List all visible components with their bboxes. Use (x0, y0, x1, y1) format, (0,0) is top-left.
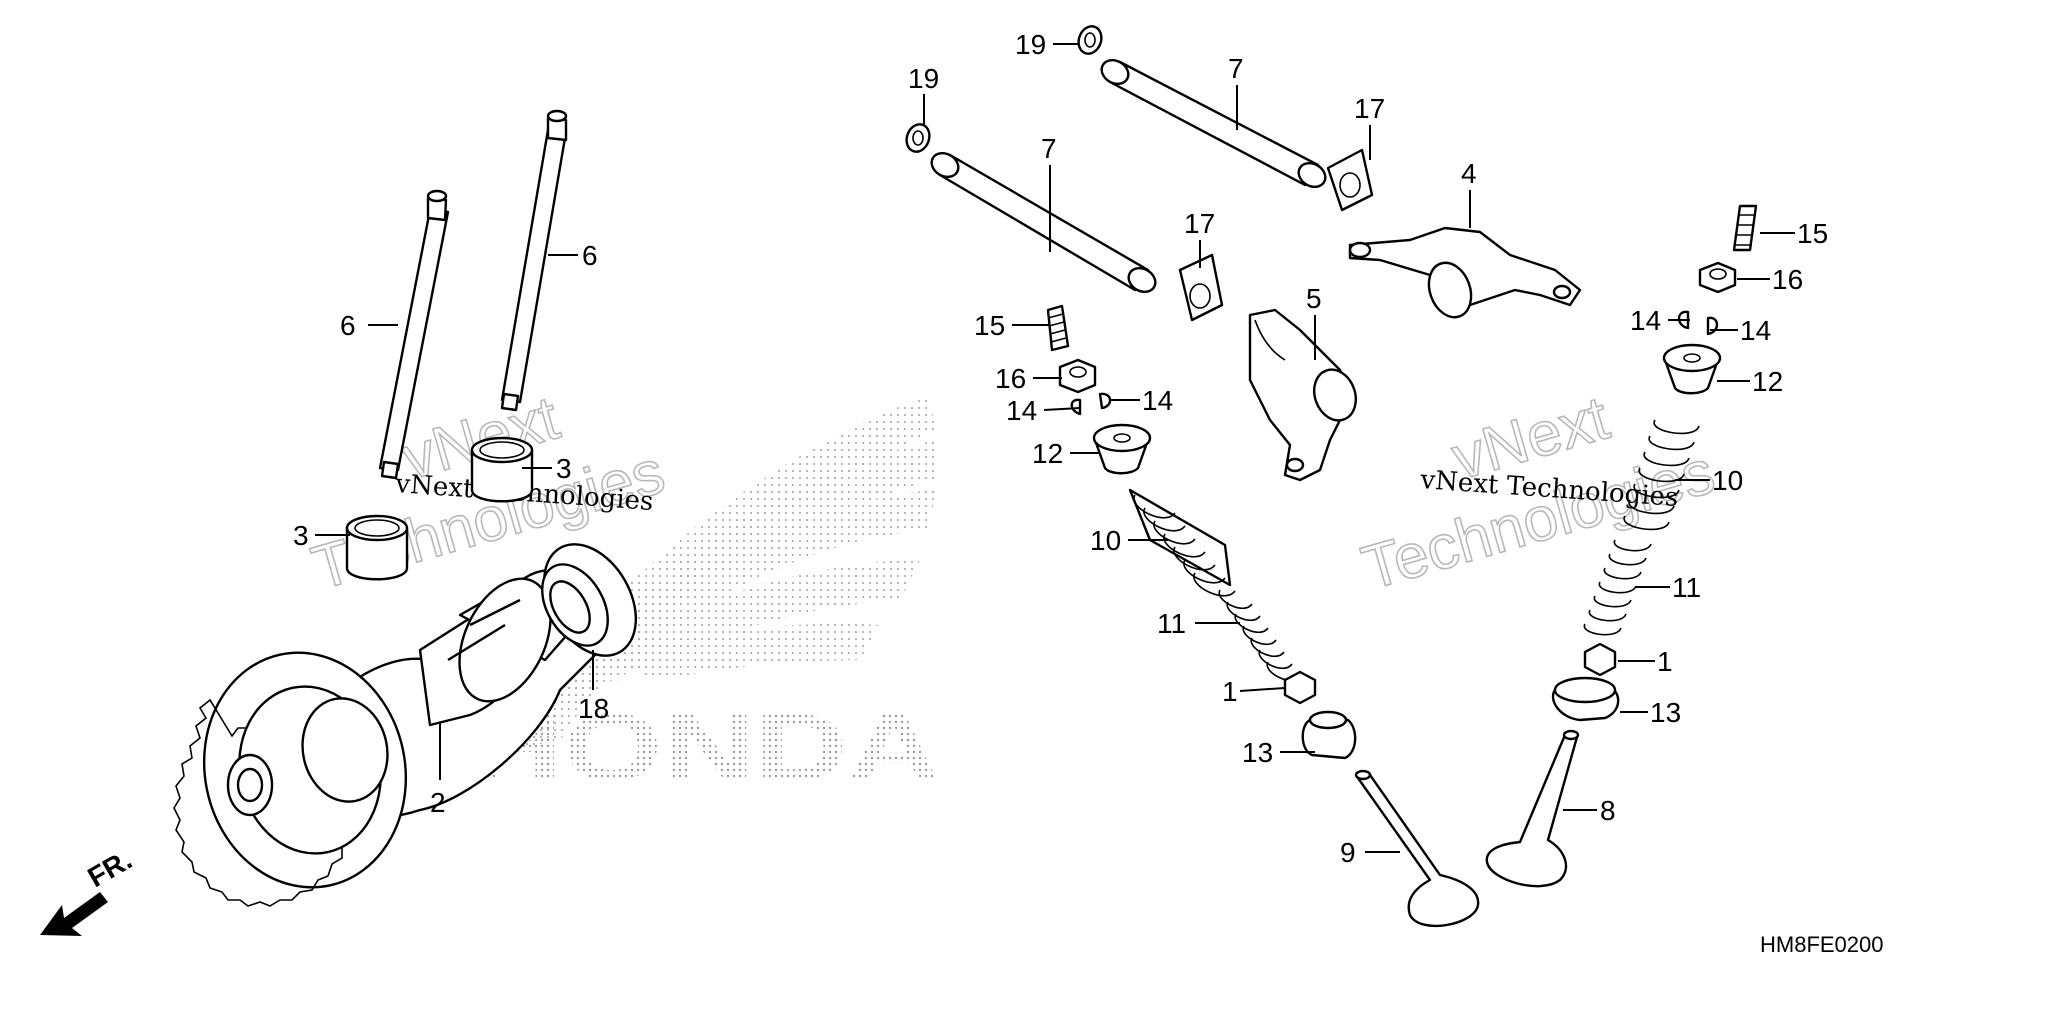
washer-part-19-lower (905, 123, 931, 153)
callout-1-right: 1 (1657, 646, 1673, 677)
callout-16-right: 16 (1772, 264, 1803, 295)
valve-seal-part-13-right (1551, 676, 1620, 722)
retainer-part-12-right (1662, 343, 1722, 395)
callout-12-right: 12 (1752, 366, 1783, 397)
callout-14-right-a: 14 (1630, 305, 1661, 336)
cotter-part-14-left-a (1070, 398, 1082, 416)
plate-part-17-upper (1326, 148, 1374, 212)
callout-8: 8 (1600, 795, 1616, 826)
cotter-part-14-right-b (1706, 316, 1719, 336)
callout-2: 2 (430, 787, 446, 818)
rocker-shaft-part-7-upper (1100, 58, 1327, 189)
washer-part-19-lower-hole (912, 130, 924, 146)
valve-part-8 (1485, 729, 1580, 888)
spring-seat-part-1-left (1283, 670, 1317, 705)
callout-16-left: 16 (995, 363, 1026, 394)
callout-5: 5 (1306, 283, 1322, 314)
pushrod-part-6-right (500, 109, 568, 412)
callout-1-left: 1 (1222, 676, 1238, 707)
callout-15-left: 15 (974, 310, 1005, 341)
cotter-part-14-left-b (1098, 392, 1112, 410)
pushrod-part-6-left (378, 189, 450, 480)
bearing-part-18 (541, 543, 638, 657)
spring-seat-part-1-right (1583, 642, 1617, 677)
inner-spring-part-11-left (1218, 589, 1301, 682)
rocker-shaft-part-7-lower (930, 151, 1157, 294)
callout-19-upper: 19 (1015, 29, 1046, 60)
collar-part-3-upper (470, 436, 534, 503)
callout-10-right: 10 (1712, 465, 1743, 496)
callout-13-left: 13 (1242, 737, 1273, 768)
callout-6-left: 6 (340, 310, 356, 341)
callout-7-upper: 7 (1228, 53, 1244, 84)
callout-14-right-b: 14 (1740, 315, 1771, 346)
inner-spring-part-11-right (1583, 539, 1652, 636)
adjusting-screw-part-15-left (1046, 304, 1070, 352)
washer-part-19-upper (1077, 25, 1103, 55)
callout-11-right: 11 (1672, 572, 1701, 603)
rocker-arm-part-4 (1348, 226, 1582, 319)
lock-nut-part-16-right (1698, 261, 1737, 294)
callout-3-lower: 3 (293, 520, 309, 551)
callout-3-upper: 3 (556, 453, 572, 484)
callout-6-right: 6 (582, 240, 598, 271)
callout-12-left: 12 (1032, 438, 1063, 469)
plate-part-17-lower (1178, 253, 1224, 322)
callout-17-lower: 17 (1184, 208, 1215, 239)
callout-15-right: 15 (1797, 218, 1828, 249)
lock-nut-part-16-left (1058, 358, 1097, 394)
leader-lines (315, 43, 1795, 853)
collar-part-3-lower (345, 514, 409, 581)
outer-spring-part-10-right (1623, 419, 1700, 531)
callout-9: 9 (1340, 837, 1356, 868)
outer-spring-part-10-left (1128, 488, 1236, 597)
diagram-code: HM8FE0200 (1760, 932, 1884, 957)
retainer-part-12-left (1092, 423, 1152, 475)
valve-part-9 (1354, 769, 1480, 928)
callout-14-left-b: 14 (1142, 385, 1173, 416)
callout-17-upper: 17 (1354, 93, 1385, 124)
rocker-arm-part-5 (1248, 308, 1357, 482)
watermark-right: vNext Technologies vNext Technologies (1354, 383, 1723, 605)
callout-10-left: 10 (1090, 525, 1121, 556)
callout-7-lower: 7 (1041, 133, 1057, 164)
callouts: 1 1 2 3 3 4 5 6 6 7 7 8 9 10 10 11 11 12… (293, 29, 1828, 868)
callout-4: 4 (1461, 158, 1477, 189)
callout-18: 18 (578, 693, 609, 724)
front-label: FR. (83, 844, 138, 893)
valve-seal-part-13-left (1301, 710, 1357, 760)
washer-part-19-upper-hole (1084, 32, 1096, 48)
callout-13-right: 13 (1650, 697, 1681, 728)
adjusting-screw-part-15-right (1732, 204, 1758, 252)
callout-11-left: 11 (1157, 608, 1186, 639)
callout-19-lower: 19 (908, 63, 939, 94)
callout-14-left-a: 14 (1006, 395, 1037, 426)
front-direction-arrow-icon (40, 892, 108, 936)
